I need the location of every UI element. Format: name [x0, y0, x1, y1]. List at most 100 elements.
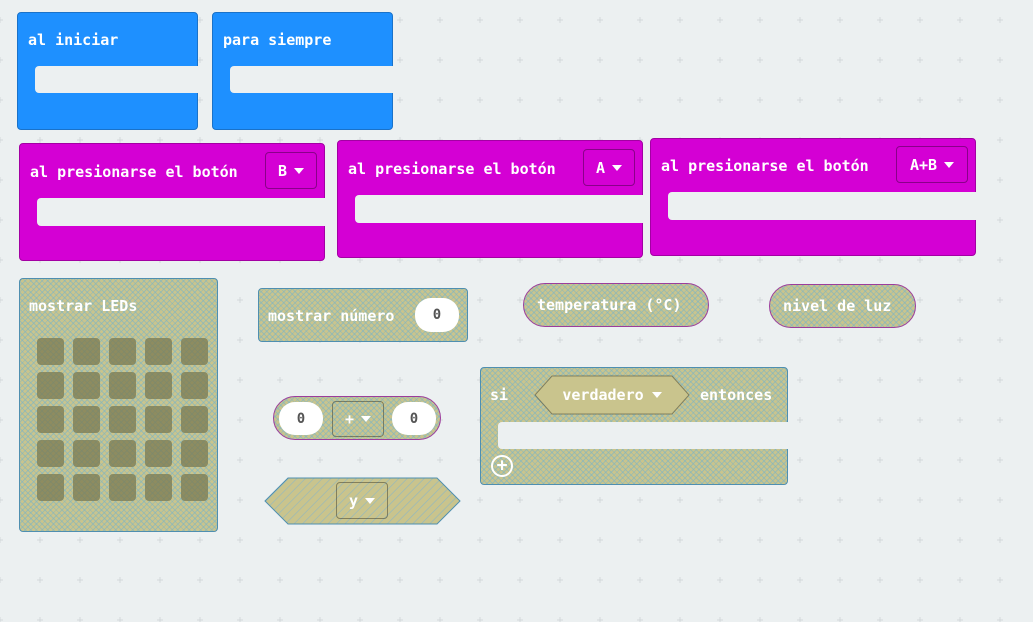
grid-cross — [837, 497, 843, 503]
led-cell[interactable] — [181, 474, 208, 501]
grid-cross — [157, 577, 163, 583]
grid-cross — [637, 57, 643, 63]
led-cell[interactable] — [73, 338, 100, 365]
led-cell[interactable] — [145, 406, 172, 433]
grid-cross — [0, 337, 3, 343]
grid-cross — [517, 97, 523, 103]
grid-cross — [197, 617, 203, 622]
grid-cross — [197, 97, 203, 103]
grid-cross — [37, 577, 43, 583]
led-cell[interactable] — [145, 338, 172, 365]
grid-cross — [157, 137, 163, 143]
number-input[interactable]: 0 — [415, 298, 459, 332]
logic-and-block[interactable] — [264, 477, 461, 525]
grid-cross — [477, 57, 483, 63]
grid-cross — [117, 617, 123, 622]
led-cell[interactable] — [181, 440, 208, 467]
grid-cross — [877, 617, 883, 622]
grid-cross — [997, 297, 1003, 303]
left-operand-input[interactable]: 0 — [279, 402, 323, 435]
grid-cross — [437, 97, 443, 103]
if-label: si — [490, 386, 509, 404]
led-cell[interactable] — [37, 372, 64, 399]
button-dropdown-value: A — [595, 158, 606, 177]
led-cell[interactable] — [109, 406, 136, 433]
grid-cross — [477, 17, 483, 23]
grid-cross — [677, 97, 683, 103]
forever-block[interactable]: para siempre — [212, 12, 393, 130]
grid-cross — [517, 617, 523, 622]
grid-cross — [0, 57, 3, 63]
grid-cross — [397, 617, 403, 622]
right-operand-input[interactable]: 0 — [392, 402, 436, 435]
grid-cross — [917, 537, 923, 543]
operator-dropdown[interactable]: + — [332, 401, 384, 437]
grid-cross — [997, 497, 1003, 503]
button-ab-event-block[interactable]: al presionarse el botón A+B — [650, 138, 976, 256]
button-dropdown[interactable]: B — [265, 152, 317, 189]
led-cell[interactable] — [73, 474, 100, 501]
grid-cross — [957, 377, 963, 383]
led-cell[interactable] — [181, 406, 208, 433]
grid-cross — [877, 417, 883, 423]
button-a-event-block[interactable]: al presionarse el botón A — [337, 140, 643, 258]
show-number-block[interactable]: mostrar número 0 — [258, 288, 468, 342]
grid-cross — [397, 577, 403, 583]
grid-cross — [357, 457, 363, 463]
grid-cross — [797, 537, 803, 543]
grid-cross — [757, 577, 763, 583]
grid-cross — [0, 457, 3, 463]
temperature-block[interactable]: temperatura (°C) — [523, 283, 709, 327]
led-cell[interactable] — [145, 474, 172, 501]
led-cell[interactable] — [109, 338, 136, 365]
led-cell[interactable] — [37, 338, 64, 365]
grid-cross — [197, 17, 203, 23]
grid-cross — [877, 577, 883, 583]
math-operation-block[interactable]: 0 + 0 — [273, 396, 441, 440]
condition-slot[interactable] — [534, 375, 690, 415]
led-cell[interactable] — [109, 372, 136, 399]
grid-cross — [0, 17, 3, 23]
grid-cross — [877, 97, 883, 103]
on-start-block[interactable]: al iniciar — [17, 12, 198, 130]
grid-cross — [557, 97, 563, 103]
grid-cross — [0, 297, 3, 303]
grid-cross — [437, 457, 443, 463]
led-cell[interactable] — [145, 372, 172, 399]
led-cell[interactable] — [109, 440, 136, 467]
button-dropdown[interactable]: A+B — [896, 146, 968, 183]
caret-down-icon — [612, 164, 623, 171]
light-level-block[interactable]: nivel de luz — [769, 284, 916, 328]
grid-cross — [437, 537, 443, 543]
led-cell[interactable] — [73, 440, 100, 467]
grid-cross — [77, 577, 83, 583]
grid-cross — [397, 537, 403, 543]
led-cell[interactable] — [37, 440, 64, 467]
led-cell[interactable] — [145, 440, 172, 467]
button-b-event-block[interactable]: al presionarse el botón B — [19, 143, 325, 261]
grid-cross — [597, 57, 603, 63]
led-cell[interactable] — [37, 474, 64, 501]
grid-cross — [237, 377, 243, 383]
led-cell[interactable] — [73, 406, 100, 433]
led-cell[interactable] — [109, 474, 136, 501]
button-dropdown-value: B — [277, 161, 288, 180]
grid-cross — [517, 537, 523, 543]
plus-circle-icon[interactable]: + — [491, 455, 513, 477]
grid-cross — [797, 377, 803, 383]
statement-slot — [355, 195, 643, 223]
grid-cross — [757, 617, 763, 622]
led-cell[interactable] — [37, 406, 64, 433]
grid-cross — [637, 17, 643, 23]
grid-cross — [797, 417, 803, 423]
condition-dropdown[interactable]: verdadero — [534, 375, 690, 415]
button-dropdown[interactable]: A — [583, 149, 635, 186]
grid-cross — [957, 577, 963, 583]
led-cell[interactable] — [181, 372, 208, 399]
grid-cross — [837, 417, 843, 423]
show-leds-block[interactable]: mostrar LEDs — [19, 278, 218, 532]
grid-cross — [277, 377, 283, 383]
logic-operator-dropdown[interactable]: y — [336, 482, 388, 519]
led-cell[interactable] — [73, 372, 100, 399]
led-cell[interactable] — [181, 338, 208, 365]
